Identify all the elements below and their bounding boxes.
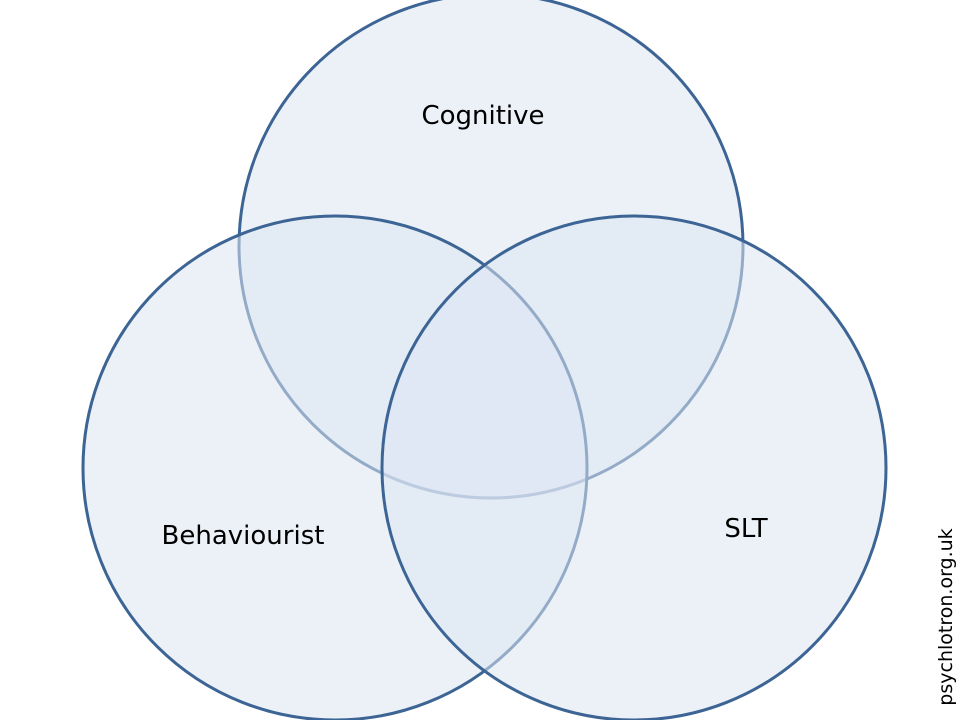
cognitive-label: Cognitive bbox=[421, 101, 544, 131]
slt-circle bbox=[380, 214, 888, 720]
credit-text: psychlotron.org.uk bbox=[935, 528, 957, 705]
slt-label: SLT bbox=[724, 514, 767, 544]
behaviourist-label: Behaviourist bbox=[162, 521, 325, 551]
